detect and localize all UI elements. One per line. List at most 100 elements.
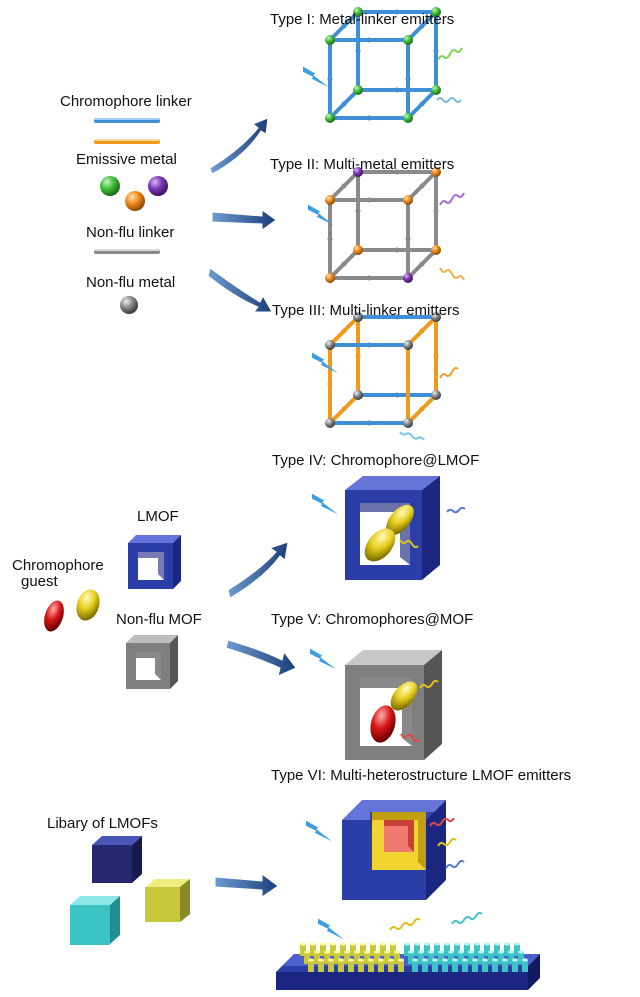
pillar-top [390,942,396,946]
lightning-icon [312,352,338,374]
pillar [384,952,390,964]
pillar-top [442,958,448,962]
pillar-top [300,942,306,946]
metal-node [431,167,441,177]
pillar-top [412,958,418,962]
pillar [310,944,316,956]
lightning-icon [306,820,332,842]
metal-node [353,7,363,17]
pillar [478,952,484,964]
pillar [468,952,474,964]
pillar-top [328,958,334,962]
pillar [462,960,468,972]
linker-midpoint [341,328,347,334]
metal-node [431,85,441,95]
pillar-top [494,942,500,946]
linker-midpoint [327,76,333,82]
pillar-top [492,958,498,962]
metal-node [403,340,413,350]
pillar [444,944,450,956]
pillar-top [522,958,528,962]
pillar [320,944,326,956]
type1-title: Type I: Metal-linker emitters [270,11,455,28]
linker-midpoint [341,406,347,412]
type5-mof-box [345,650,442,760]
pillar-top [394,950,400,954]
pillar-top [424,942,430,946]
linker-midpoint [419,23,425,29]
metal-node [403,418,413,428]
pillar [472,960,478,972]
emissive-metal-label: Emissive metal [76,151,177,168]
type3-title: Type III: Multi-linker emitters [272,302,460,319]
pillar [338,960,344,972]
pillar-top [340,942,346,946]
pillar [512,960,518,972]
pillar-top [488,950,494,954]
arrow-icon [207,117,277,313]
pillar [348,960,354,972]
metal-node [325,195,335,205]
pillar [432,960,438,972]
metal-node [403,273,413,283]
linker-midpoint [366,420,372,426]
linker-midpoint [327,236,333,242]
pillar [464,944,470,956]
pillar [484,944,490,956]
library-label: Libary of LMOFs [47,815,158,832]
type2-title: Type II: Multi-metal emitters [270,156,455,173]
pillar [300,944,306,956]
nonflu-metal-label: Non-flu metal [86,274,176,291]
pillar [522,960,528,972]
metal-node [353,85,363,95]
legend-emissive-metals [100,176,168,211]
pillar-top [374,950,380,954]
pillar [454,944,460,956]
lightning-icon [303,66,329,88]
linker-midpoint [394,9,400,15]
pillar-top [504,942,510,946]
linker-midpoint [394,314,400,320]
metal-node [431,390,441,400]
pillar [474,944,480,956]
pillar [360,944,366,956]
pillar [390,944,396,956]
pillar-top [324,950,330,954]
linker-midpoint [394,87,400,93]
pillar [488,952,494,964]
chromophore-linker-label: Chromophore linker [60,93,192,110]
chromophore-guest-ellipsoids [44,589,100,632]
pillar [428,952,434,964]
chromophore-guest-label-line1: Chromophore [12,557,104,574]
metal-node [353,312,363,322]
nonflu-mof-label: Non-flu MOF [116,611,202,628]
pillar [442,960,448,972]
linker-midpoint [394,392,400,398]
pillar [394,952,400,964]
linker-midpoint [366,342,372,348]
linker-midpoint [366,37,372,43]
metal-node [353,245,363,255]
pillar [502,960,508,972]
pillar-top [364,950,370,954]
linker-midpoint [419,261,425,267]
linker-midpoint [419,183,425,189]
pillar-top [518,950,524,954]
pillar-top [452,958,458,962]
pillar-top [508,950,514,954]
pillar-top [344,950,350,954]
pillar [514,944,520,956]
pillar [418,952,424,964]
pillar [380,944,386,956]
pillar [452,960,458,972]
pillar-top [388,958,394,962]
type3-framework [325,312,441,428]
pillar-top [454,942,460,946]
pillar-top [458,950,464,954]
linker-midpoint [394,169,400,175]
metal-node [353,390,363,400]
pillar [388,960,394,972]
metal-node [403,35,413,45]
pillar-top [320,942,326,946]
metal-node [431,245,441,255]
